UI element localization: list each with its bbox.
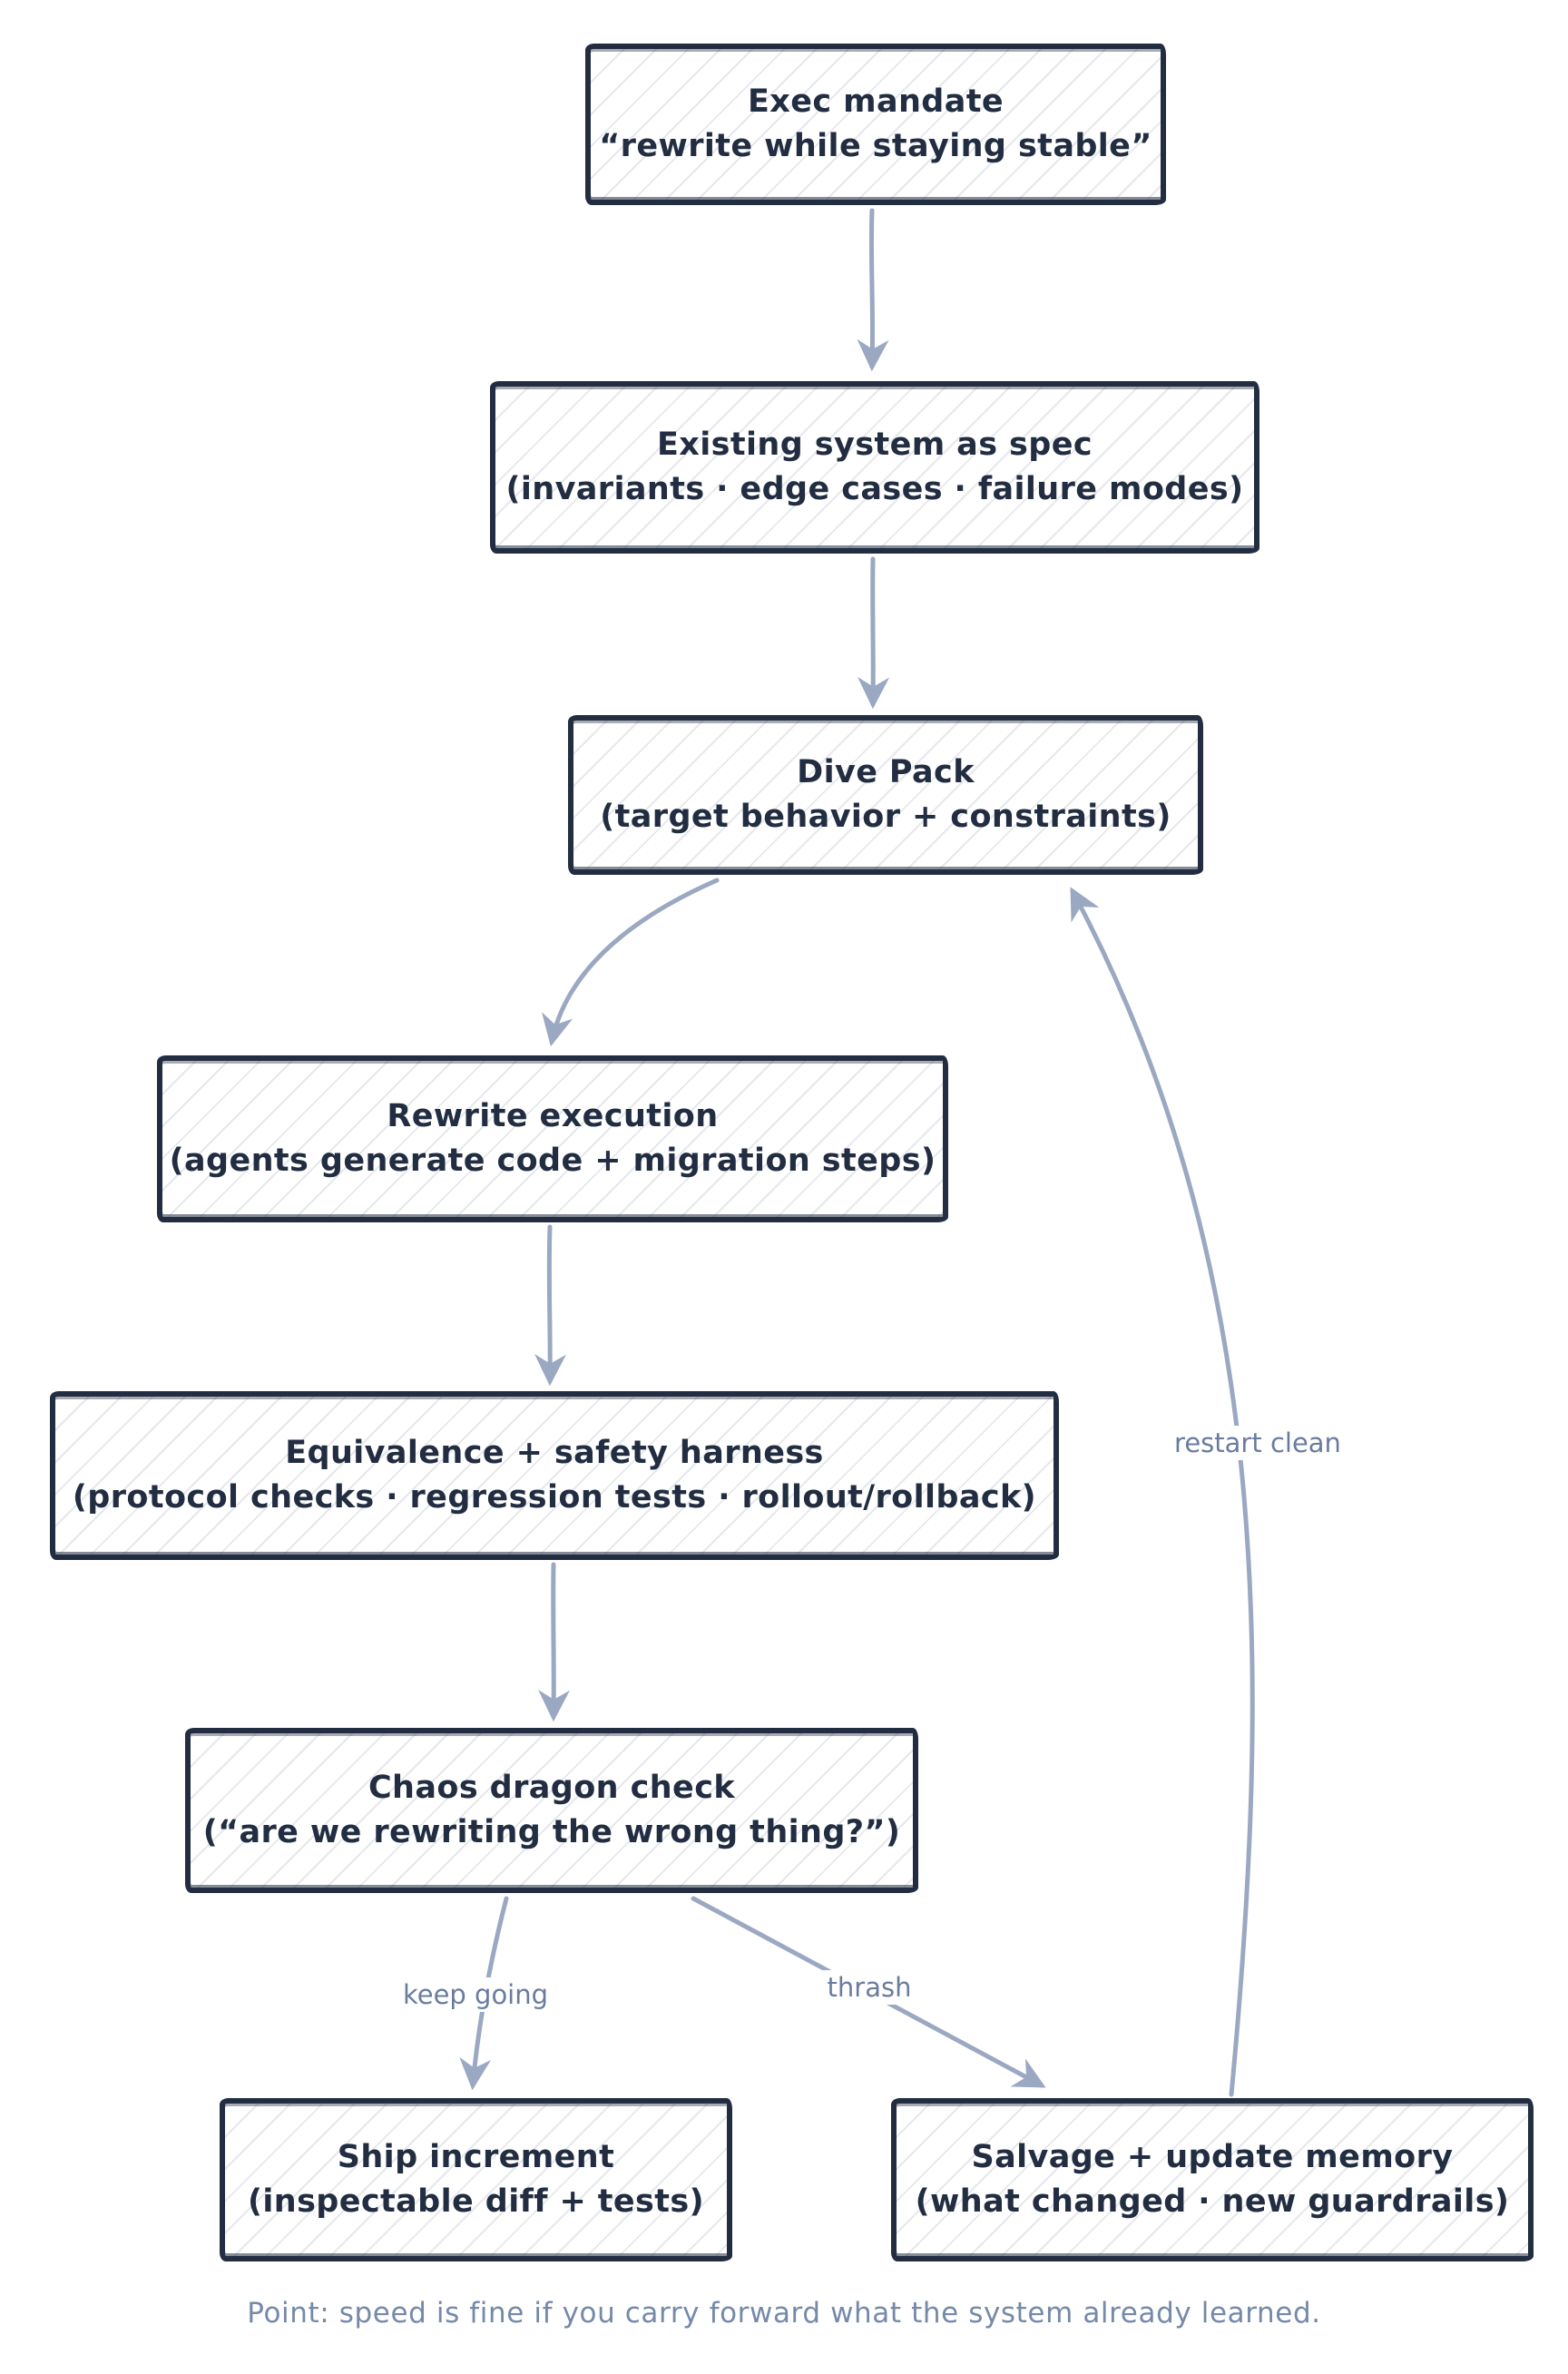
node-subtitle: “rewrite while staying stable” bbox=[599, 128, 1152, 164]
node-title: Salvage + update memory bbox=[971, 2139, 1454, 2175]
node-equivalence-safety-harness: Equivalence + safety harness (protocol c… bbox=[50, 1391, 1059, 1560]
node-title: Existing system as spec bbox=[656, 427, 1093, 463]
node-title: Rewrite execution bbox=[387, 1098, 719, 1134]
node-subtitle: (“are we rewriting the wrong thing?”) bbox=[202, 1814, 901, 1850]
arrow-rewrite-to-harness bbox=[534, 1224, 567, 1387]
node-title: Equivalence + safety harness bbox=[285, 1435, 824, 1471]
node-title: Ship increment bbox=[337, 2139, 615, 2175]
node-ship-increment: Ship increment (inspectable diff + tests… bbox=[220, 2098, 732, 2261]
arrow-existing-to-dive bbox=[858, 556, 890, 710]
node-chaos-dragon-check: Chaos dragon check (“are we rewriting th… bbox=[185, 1728, 918, 1893]
arrow-salvage-to-dive bbox=[1070, 887, 1255, 2097]
node-title: Chaos dragon check bbox=[368, 1770, 736, 1806]
node-subtitle: (invariants · edge cases · failure modes… bbox=[505, 471, 1244, 507]
node-subtitle: (what changed · new guardrails) bbox=[915, 2183, 1510, 2220]
node-subtitle: (protocol checks · regression tests · ro… bbox=[72, 1479, 1037, 1516]
diagram-caption: Point: speed is fine if you carry forwar… bbox=[247, 2297, 1321, 2330]
node-title: Exec mandate bbox=[747, 83, 1004, 120]
node-rewrite-execution: Rewrite execution (agents generate code … bbox=[157, 1055, 948, 1222]
node-subtitle: (inspectable diff + tests) bbox=[247, 2183, 705, 2220]
edge-label-keep-going: keep going bbox=[391, 1977, 560, 2012]
edge-label-restart-clean: restart clean bbox=[1163, 1426, 1352, 1460]
node-existing-system-as-spec: Existing system as spec (invariants · ed… bbox=[490, 381, 1259, 554]
node-title: Dive Pack bbox=[797, 754, 975, 790]
node-dive-pack: Dive Pack (target behavior + constraints… bbox=[568, 715, 1203, 875]
node-salvage-update-memory: Salvage + update memory (what changed · … bbox=[891, 2098, 1534, 2261]
node-subtitle: (agents generate code + migration steps) bbox=[169, 1143, 936, 1179]
arrow-dive-to-rewrite bbox=[542, 878, 720, 1047]
node-exec-mandate: Exec mandate “rewrite while staying stab… bbox=[585, 44, 1166, 205]
edge-label-thrash: thrash bbox=[816, 1970, 923, 2005]
arrow-exec-to-existing bbox=[857, 208, 889, 372]
node-subtitle: (target behavior + constraints) bbox=[600, 799, 1171, 835]
